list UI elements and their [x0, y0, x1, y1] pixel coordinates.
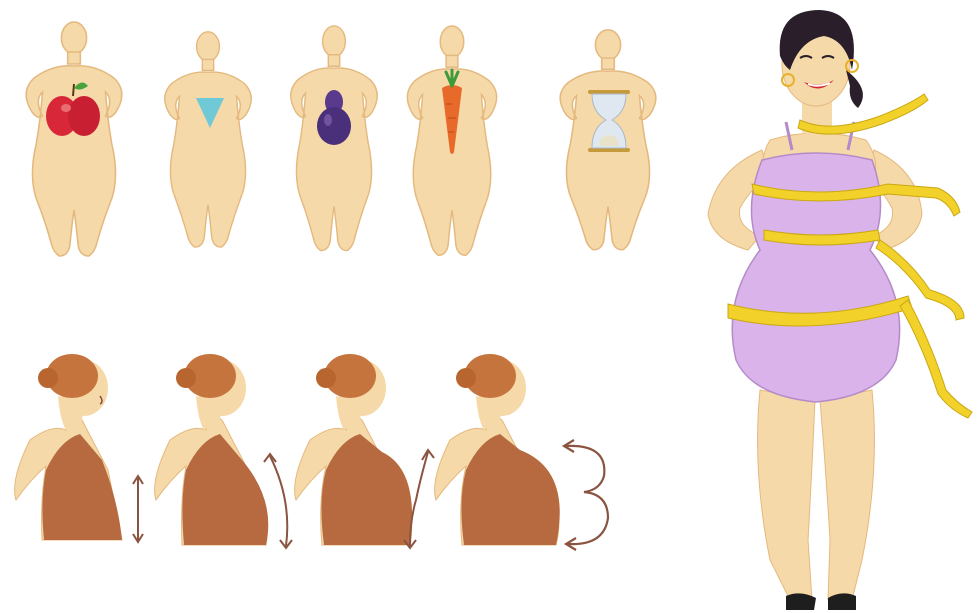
bust-profile-2: [155, 354, 269, 545]
bust-profile-1: [15, 354, 122, 540]
body-shape-apple: [26, 22, 122, 256]
bust-profile-3: [295, 354, 412, 545]
body-shape-inverted-triangle: [165, 32, 252, 247]
bust-profile-4: [435, 354, 560, 545]
curved-arrow: [264, 454, 292, 548]
number-three-arrow: [564, 440, 608, 550]
straight-arrow: [133, 476, 143, 542]
